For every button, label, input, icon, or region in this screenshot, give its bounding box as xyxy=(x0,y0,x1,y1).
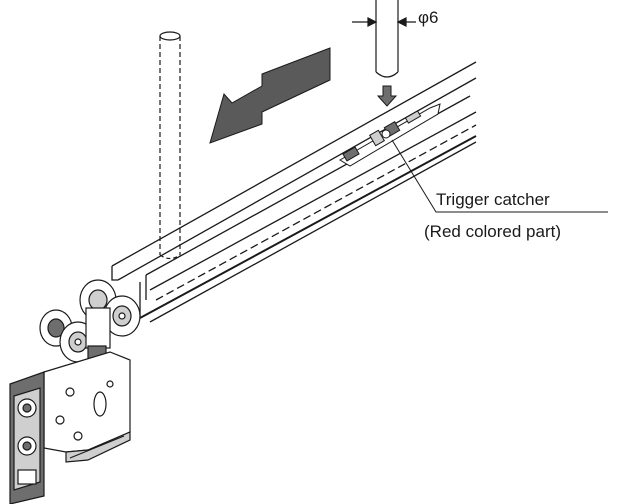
callout-leader xyxy=(391,139,608,213)
mounting-bracket xyxy=(9,351,131,504)
roller-carriage xyxy=(39,279,141,363)
callout-title: Trigger catcher xyxy=(436,190,550,209)
dimension-arrows xyxy=(352,17,416,27)
insert-arrow xyxy=(376,85,398,107)
callout-subtitle: (Red colored part) xyxy=(424,222,562,241)
trigger-catcher xyxy=(339,103,441,167)
trigger-pin xyxy=(375,0,399,78)
rail xyxy=(111,61,477,323)
direction-arrow xyxy=(209,47,331,144)
long-pin xyxy=(159,31,181,260)
diameter-label: φ6 xyxy=(418,8,439,27)
